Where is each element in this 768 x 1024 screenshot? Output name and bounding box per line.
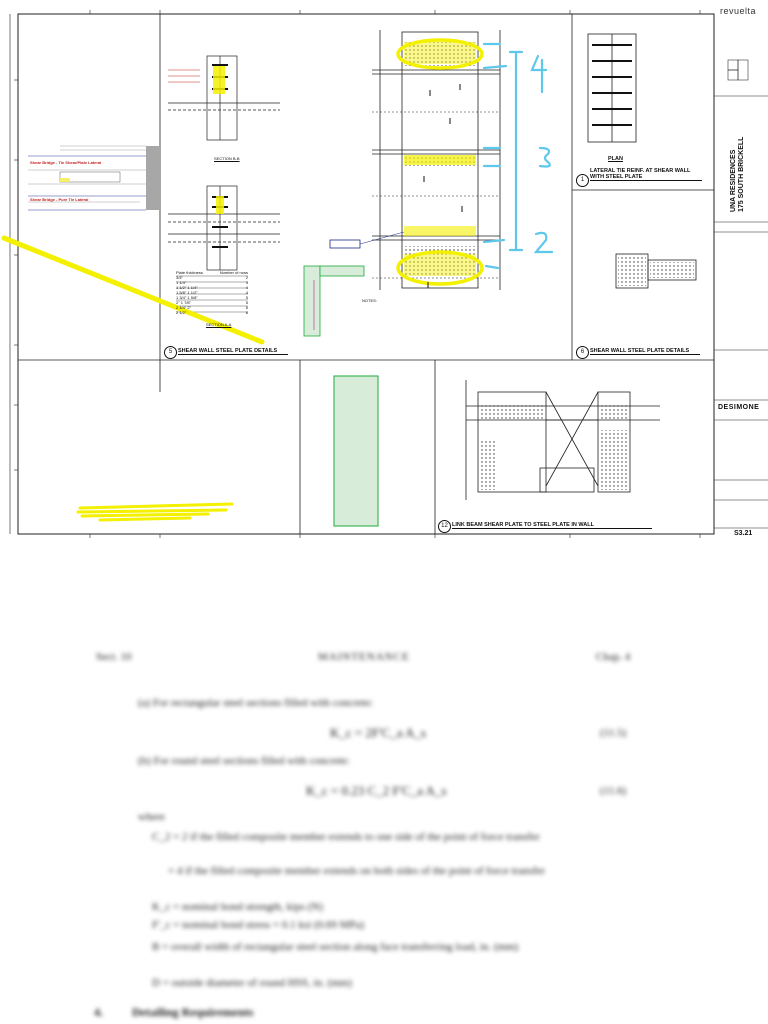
table-cell-plate: 2 1/4" 2" xyxy=(176,305,192,310)
detail-1-plan-label: PLAN xyxy=(608,156,623,162)
sheet-number: S3.21 xyxy=(734,530,753,537)
equation-a: K_c = 2F'C_a A_s xyxy=(330,725,426,740)
item-a: (a) For rectangular steel sections fille… xyxy=(138,697,373,709)
project-address: 175 SOUTH BRICKELL xyxy=(738,136,745,212)
detail-5-title: SHEAR WALL STEEL PLATE DETAILS xyxy=(178,348,288,355)
detail-6-number: 6 xyxy=(576,346,589,359)
table-row: 2 1/4" 2" 6 xyxy=(176,305,248,310)
definition-c2-b: = 4 if the filled composite member exten… xyxy=(168,865,546,877)
project-title: UNA RESIDENCES 175 SOUTH BRICKELL xyxy=(730,92,758,212)
section-label-b: SECTION B-B xyxy=(214,156,240,161)
detail-1-title-line-2: WITH STEEL PLATE xyxy=(590,174,643,180)
table-cell-rows: 4 xyxy=(245,290,248,295)
table-header-rows: Number of rows xyxy=(219,270,248,275)
page-header-right: Chap. 4 xyxy=(596,651,631,663)
table-row: 2" 1 7/8" 5 xyxy=(176,300,248,305)
detail-5-number: 5 xyxy=(164,346,177,359)
table-row: 1 5/8" 1 1/2" 4 xyxy=(176,290,248,295)
equation-a-number: (11.5) xyxy=(600,727,627,739)
table-cell-plate: 1 1/4" xyxy=(176,280,187,285)
definition-d: D = outside diameter of round HSS, in. (… xyxy=(152,977,352,989)
left-calc-heading-1: Shear Bridge - Tie Shear/Plate Lateral xyxy=(30,160,102,165)
project-name: UNA RESIDENCES xyxy=(730,149,737,212)
table-cell-rows: 2 xyxy=(245,275,248,280)
left-calc-heading-2: Shear Bridge - Pure Tie Lateral xyxy=(30,197,89,202)
where-label: where xyxy=(138,811,165,823)
equation-b-number: (11.6) xyxy=(600,785,627,797)
detail-1-title-line-1: LATERAL TIE REINF. AT SHEAR WALL xyxy=(590,168,691,174)
drawing-sheet: Shear Bridge - Tie Shear/Plate Lateral S… xyxy=(1,6,768,538)
table-cell-rows: 5 xyxy=(245,295,248,300)
detail-1-title: LATERAL TIE REINF. AT SHEAR WALL WITH ST… xyxy=(590,168,702,181)
table-row: 3/4" 2 xyxy=(176,275,248,280)
table-row: 1 3/4" 1 5/8" 5 xyxy=(176,295,248,300)
book-page: Sect. 10 MAINTENANCE Chap. 4 (a) For rec… xyxy=(0,545,768,1024)
sheet-linework xyxy=(1,10,768,538)
detail-6-title: SHEAR WALL STEEL PLATE DETAILS xyxy=(590,348,700,355)
definition-kc: K_c = nominal bond strength, kips (N) xyxy=(152,901,323,913)
table-header-plate: Plate thickness xyxy=(176,270,203,275)
detail-12-number: 12 xyxy=(438,520,451,533)
equation-b: K_c = 0.23 C_2 F'C_a A_s xyxy=(306,783,447,798)
detail-1-number: 1 xyxy=(576,174,589,187)
definition-fc: F'_c = nominal bond stress = 0.1 ksi (0.… xyxy=(152,919,365,931)
table-cell-rows: 5 xyxy=(245,300,248,305)
firm-name: DESIMONE xyxy=(718,404,760,411)
table-cell-plate: 1 5/8" 1 1/2" xyxy=(176,290,198,295)
table-cell-rows: 6 xyxy=(245,305,248,310)
table-cell-plate: 2 1/2" xyxy=(176,310,187,315)
table-cell-plate: 2" 1 7/8" xyxy=(176,300,192,305)
table-cell-plate: 3/4" xyxy=(176,275,183,280)
definition-c2-a: C_2 = 2 if the filled composite member e… xyxy=(152,831,540,843)
table-row: 2 1/2" 6 xyxy=(176,310,248,315)
section-4-title: Detailing Requirements xyxy=(132,1005,254,1019)
page-header-center: MAINTENANCE xyxy=(318,651,410,663)
table-cell-rows: 6 xyxy=(245,310,248,315)
section-4-number: 4. xyxy=(94,1005,103,1019)
page-header-left: Sect. 10 xyxy=(96,651,132,663)
table-row: 1 1/2" 1 1/4" 4 xyxy=(176,285,248,290)
table-cell-plate: 1 3/4" 1 5/8" xyxy=(176,295,198,300)
detail-12-title: LINK BEAM SHEAR PLATE TO STEEL PLATE IN … xyxy=(452,522,652,529)
table-cell-plate: 1 1/2" 1 1/4" xyxy=(176,285,198,290)
table-cell-rows: 3 xyxy=(245,280,248,285)
table-row: 1 1/4" 3 xyxy=(176,280,248,285)
notes-label: NOTES: xyxy=(362,298,377,303)
definition-b: B = overall width of rectangular steel s… xyxy=(152,941,519,953)
item-b: (b) For round steel sections filled with… xyxy=(138,755,350,767)
section-label-a: SECTION A-A xyxy=(206,322,232,327)
table-cell-rows: 4 xyxy=(245,285,248,290)
brand-logo: revuelta xyxy=(720,6,757,16)
